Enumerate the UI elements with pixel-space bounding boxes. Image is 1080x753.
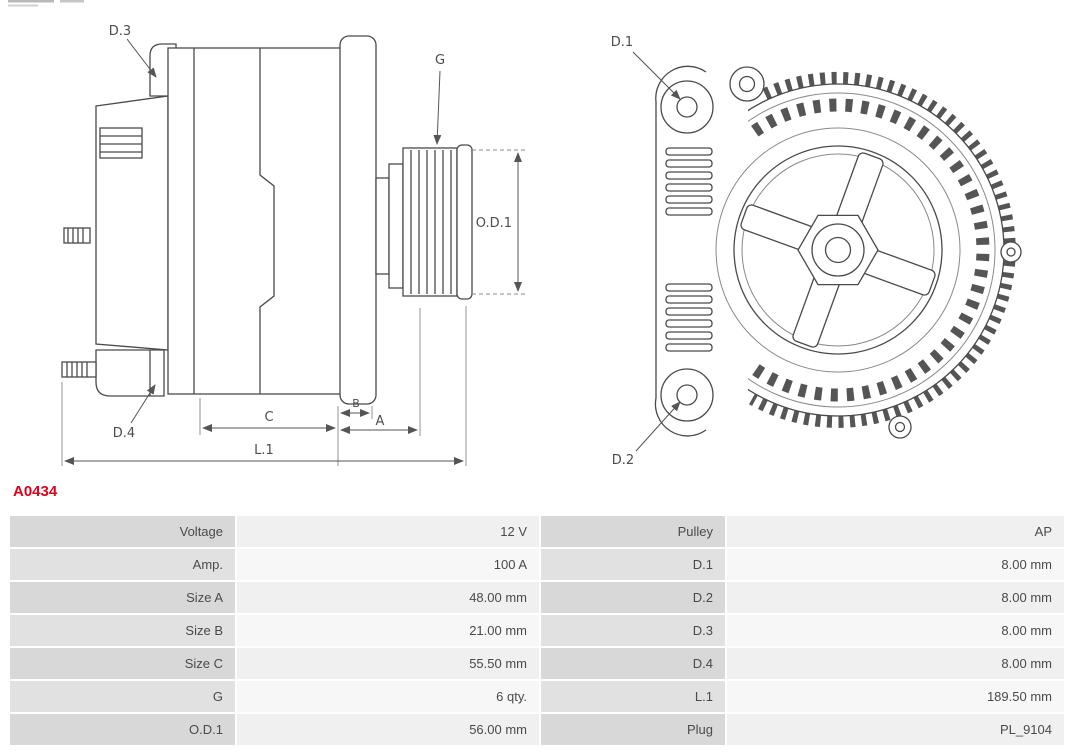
label-b: B (352, 397, 360, 410)
vent-slats (665, 147, 713, 352)
front-view: D.1 D.2 (611, 35, 1022, 468)
logo-fragment (8, 0, 84, 7)
spec-value: 189.50 mm (727, 681, 1064, 712)
label-l1: L.1 (254, 443, 274, 458)
spec-label: Voltage (10, 516, 235, 547)
spec-label: D.1 (541, 549, 725, 580)
spec-value: 21.00 mm (237, 615, 539, 646)
rear-fin-lines (100, 135, 142, 153)
shaft-center (824, 236, 852, 264)
spec-row: Size B 21.00 mm D.3 8.00 mm (10, 615, 1064, 646)
logo-fragment-bar (60, 0, 84, 3)
shaft-collar (375, 177, 390, 275)
top-hole-boss (729, 66, 765, 102)
side-tab-hole (1006, 247, 1016, 257)
mount-hole-d1 (676, 96, 698, 118)
pulley-grooves (402, 147, 458, 297)
label-d2: D.2 (612, 453, 634, 468)
spec-value: 56.00 mm (237, 714, 539, 745)
front-bracket (339, 35, 377, 405)
label-d3: D.3 (109, 24, 131, 39)
od1-extension-lines (472, 149, 526, 295)
spec-row: Voltage 12 V Pulley AP (10, 516, 1064, 547)
spec-value: 55.50 mm (237, 648, 539, 679)
vent-slots-ring (751, 98, 990, 402)
rear-fins (99, 127, 143, 159)
side-view: D.3 D.4 G O.D.1 B C A L.1 (61, 24, 526, 466)
pulley-groove-lines (410, 150, 452, 294)
spec-row: Size C 55.50 mm D.4 8.00 mm (10, 648, 1064, 679)
spec-label: O.D.1 (10, 714, 235, 745)
label-a: A (376, 414, 385, 429)
logo-fragment-bar (8, 4, 38, 7)
side-tab (1000, 241, 1022, 263)
extension-lines (61, 306, 467, 466)
pulley-rim-line (741, 153, 935, 347)
spec-label: Size C (10, 648, 235, 679)
leader-d1 (632, 51, 681, 100)
spec-label: Size B (10, 615, 235, 646)
spec-label: Size A (10, 582, 235, 613)
spec-value: 8.00 mm (727, 582, 1064, 613)
spec-label: D.2 (541, 582, 725, 613)
bottom-tab-hole (894, 421, 906, 433)
leader-d3 (126, 38, 157, 78)
spec-label: Amp. (10, 549, 235, 580)
spec-value: 6 qty. (237, 681, 539, 712)
label-g: G (435, 53, 445, 68)
logo-fragment-bar (8, 0, 54, 3)
part-number: A0434 (13, 483, 58, 500)
label-c: C (264, 410, 273, 425)
spec-value: 8.00 mm (727, 648, 1064, 679)
leader-d2 (635, 401, 681, 452)
label-d1: D.1 (611, 35, 633, 50)
shaft-ring (811, 223, 865, 277)
spec-label: L.1 (541, 681, 725, 712)
spec-value: 8.00 mm (727, 549, 1064, 580)
spec-label: Pulley (541, 516, 725, 547)
label-d4: D.4 (113, 426, 135, 441)
terminal-stud-threads (67, 228, 84, 243)
spec-label: D.3 (541, 615, 725, 646)
spec-row: G 6 qty. L.1 189.50 mm (10, 681, 1064, 712)
spec-value: 12 V (237, 516, 539, 547)
mounting-stud-threads (66, 362, 88, 377)
main-body (167, 47, 347, 395)
spec-value: PL_9104 (727, 714, 1064, 745)
bottom-tab (888, 415, 912, 439)
spec-label: Plug (541, 714, 725, 745)
spec-row: O.D.1 56.00 mm Plug PL_9104 (10, 714, 1064, 745)
spec-table: Voltage 12 V Pulley AP Amp. 100 A D.1 8.… (10, 516, 1064, 745)
spec-value: AP (727, 516, 1064, 547)
top-hole (738, 75, 756, 93)
pulley-cap (456, 144, 473, 300)
spec-value: 48.00 mm (237, 582, 539, 613)
spec-label: D.4 (541, 648, 725, 679)
spec-label: G (10, 681, 235, 712)
spec-value: 8.00 mm (727, 615, 1064, 646)
spec-value: 100 A (237, 549, 539, 580)
label-od1: O.D.1 (476, 216, 512, 231)
mounting-plate-edge (654, 65, 707, 437)
spec-row: Size A 48.00 mm D.2 8.00 mm (10, 582, 1064, 613)
technical-drawing: D.3 D.4 G O.D.1 B C A L.1 (61, 24, 1022, 468)
leader-g (433, 70, 442, 145)
spec-row: Amp. 100 A D.1 8.00 mm (10, 549, 1064, 580)
mounting-lug (95, 349, 165, 397)
mount-hole-d2 (676, 384, 698, 406)
shaft-collar-2 (388, 163, 404, 289)
fan-spokes (740, 152, 936, 348)
inner-arc (715, 127, 961, 373)
body-step-contour (259, 48, 275, 394)
leader-d4 (130, 384, 156, 424)
